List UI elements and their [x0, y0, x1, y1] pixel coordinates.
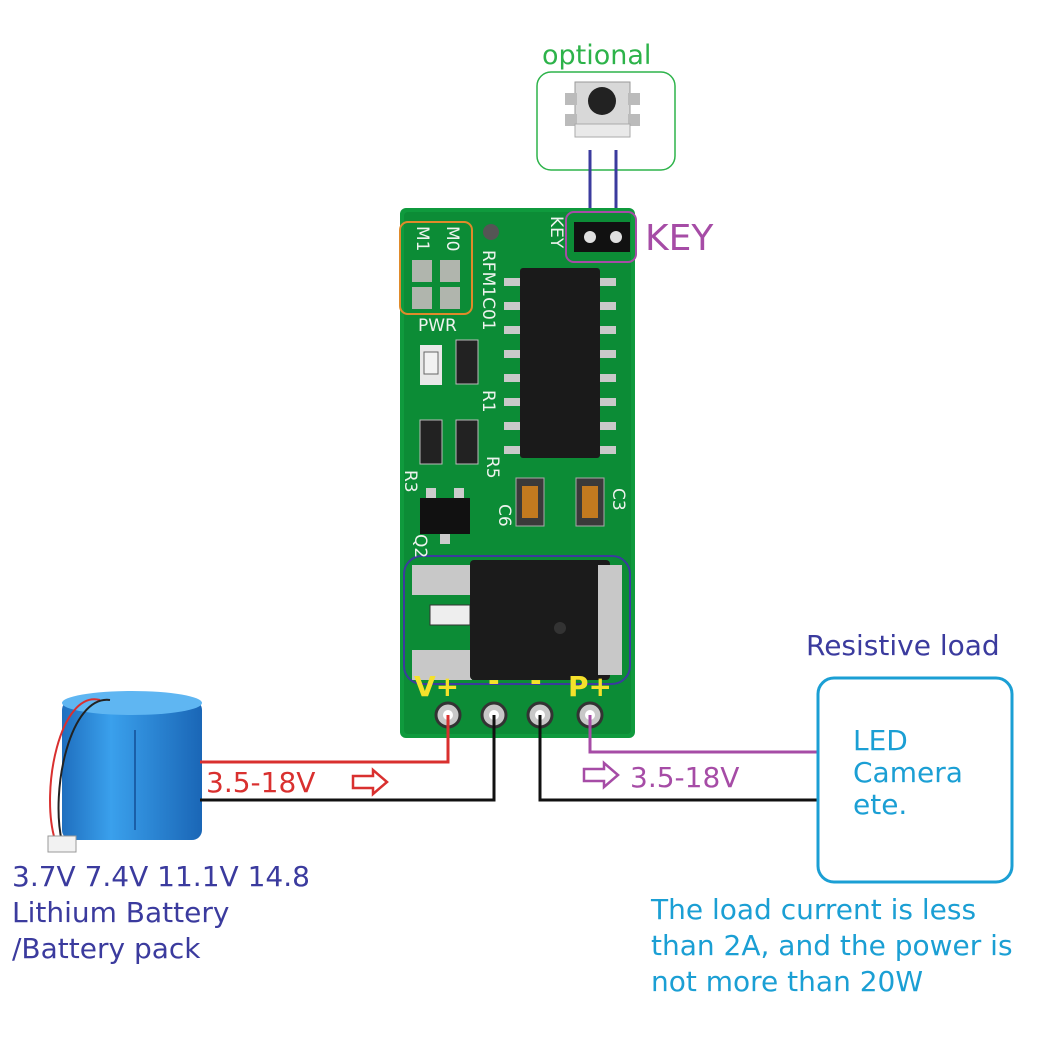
mcu-chip	[504, 268, 616, 458]
key-header	[574, 222, 630, 252]
optional-label: optional	[542, 40, 652, 71]
silk-r1: R1	[478, 390, 498, 413]
black-wire-negative-input	[200, 715, 496, 802]
load-current-note: The load current is less than 2A, and th…	[651, 892, 1013, 1000]
silk-pwr: PWR	[418, 316, 457, 336]
red-wire	[200, 715, 450, 764]
input-voltage-label: 3.5-18V	[206, 766, 316, 799]
output-voltage-label: 3.5-18V	[630, 761, 740, 794]
output-arrow-icon	[582, 760, 620, 790]
note-line-2: than 2A, and the power is	[651, 929, 1013, 962]
load-line-camera: Camera	[853, 756, 963, 790]
mode-highlight-frame	[399, 221, 473, 315]
load-box-text: LED Camera ete.	[853, 724, 963, 822]
pin-label-gnd-2: -	[530, 664, 542, 697]
battery-line-3: /Battery pack	[12, 932, 201, 965]
silk-r3: R3	[400, 470, 420, 493]
key-label: KEY	[645, 218, 714, 259]
black-wire-negative-load	[538, 715, 818, 802]
load-line-led: LED	[853, 724, 908, 757]
pin-label-vplus: V+	[414, 670, 460, 703]
smd-components	[419, 224, 605, 544]
input-arrow-icon	[351, 767, 389, 797]
mosfet-highlight-frame	[403, 555, 631, 685]
note-line-1: The load current is less	[651, 893, 977, 926]
silk-q2: Q2	[410, 534, 430, 559]
pin-label-gnd-1: -	[488, 664, 500, 697]
key-highlight-frame	[565, 211, 637, 263]
mosfet-area	[412, 560, 622, 680]
silk-m0: M0	[442, 226, 462, 252]
optional-frame	[536, 71, 676, 171]
pcb-board	[399, 208, 637, 738]
pin-label-pplus: P+	[568, 670, 612, 703]
silk-c3: C3	[608, 488, 628, 511]
load-box	[816, 676, 1014, 884]
silk-key: KEY	[546, 216, 566, 249]
battery-pack-icon	[47, 691, 202, 853]
load-line-etc: ete.	[853, 788, 908, 822]
battery-line-1: 3.7V 7.4V 11.1V 14.8	[12, 860, 310, 893]
battery-description: 3.7V 7.4V 11.1V 14.8 Lithium Battery /Ba…	[12, 859, 310, 967]
battery-line-2: Lithium Battery	[12, 896, 230, 929]
silk-r5: R5	[482, 456, 502, 479]
purple-wire	[588, 715, 818, 754]
silk-rfm1c01: RFM1C01	[478, 250, 498, 331]
resistive-load-label: Resistive load	[806, 629, 1000, 662]
tactile-button-icon	[565, 81, 640, 138]
mode-pads	[412, 260, 460, 309]
silk-c6: C6	[494, 504, 514, 527]
note-line-3: not more than 20W	[651, 965, 924, 998]
silk-m1: M1	[412, 226, 432, 252]
optional-button-group	[536, 71, 676, 171]
